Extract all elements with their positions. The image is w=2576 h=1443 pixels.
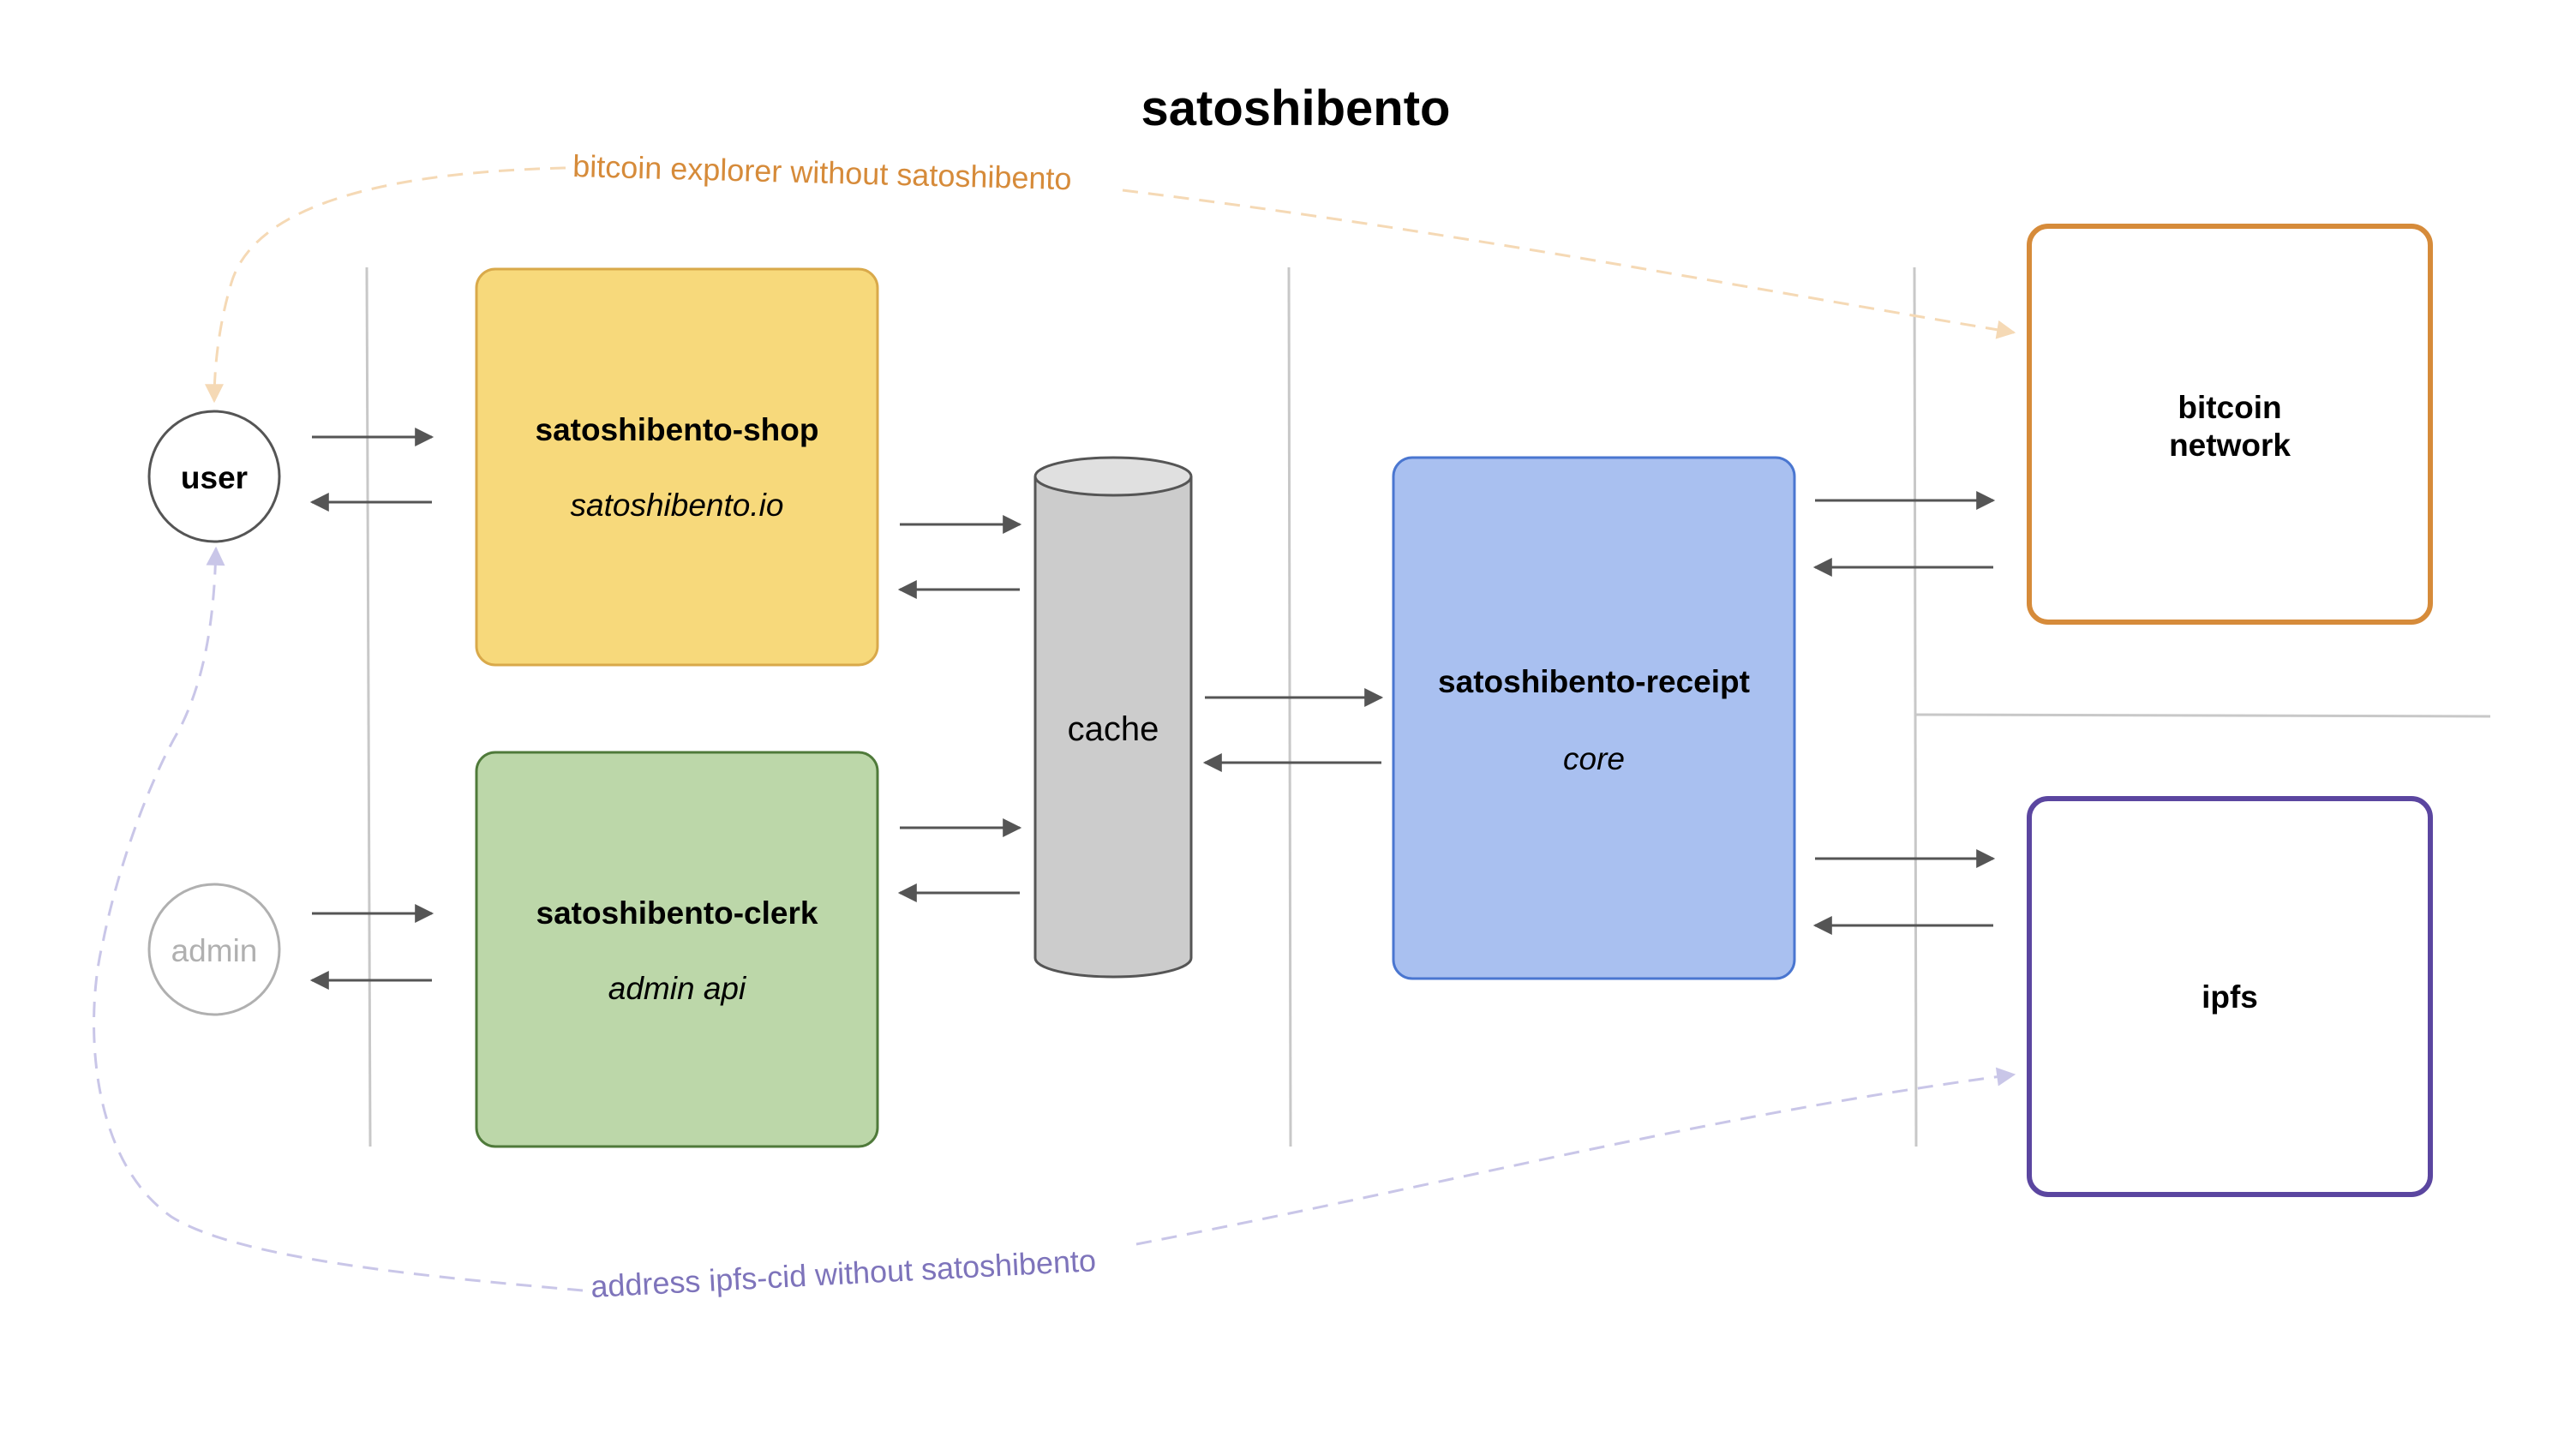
clerk-node[interactable]: satoshibento-clerk admin api (475, 751, 879, 1148)
cache-node[interactable]: cache (1033, 456, 1193, 979)
diagram-title: satoshibento (1141, 81, 1451, 136)
dashed-connector (205, 166, 566, 404)
admin-circle (147, 883, 281, 1016)
lane-divider-left (365, 266, 372, 1147)
edge-label: address ipfs-cid without satoshibento (590, 1242, 1097, 1304)
dashed-connector (1135, 1067, 2016, 1246)
bitcoin-network-box (2027, 224, 2433, 625)
user-circle (147, 410, 281, 543)
dashed-connector (1122, 189, 2016, 339)
ipfs-box (2027, 796, 2433, 1197)
dashed-connector (93, 546, 584, 1292)
cache-label: cache (1068, 710, 1159, 748)
ipfs-label: ipfs (2202, 979, 2258, 1015)
clerk-box (475, 751, 879, 1148)
shop-title: satoshibento-shop (536, 412, 819, 447)
user-label: user (181, 460, 248, 495)
receipt-node[interactable]: satoshibento-receipt core (1392, 456, 1796, 980)
bitcoin-network-label-line1: bitcoin (2178, 390, 2281, 425)
shop-subtitle: satoshibento.io (571, 488, 784, 523)
shop-node[interactable]: satoshibento-shop satoshibento.io (475, 267, 879, 667)
clerk-title: satoshibento-clerk (536, 895, 818, 931)
receipt-title: satoshibento-receipt (1438, 664, 1750, 699)
user-node[interactable]: user (147, 410, 281, 543)
lane-dividers (365, 266, 2491, 1147)
admin-label: admin (171, 933, 258, 968)
receipt-box (1392, 456, 1796, 980)
ipfs-node[interactable]: ipfs (2027, 796, 2433, 1197)
edge-label: bitcoin explorer without satoshibento (572, 148, 1072, 196)
bitcoin-network-node[interactable]: bitcoin network (2027, 224, 2433, 625)
bitcoin-network-label-line2: network (2169, 428, 2291, 463)
cache-cylinder-top (1033, 456, 1193, 497)
cache-cylinder-body (1033, 476, 1193, 979)
external-divider (1914, 713, 2491, 718)
lane-divider-middle (1287, 266, 1292, 1147)
shop-box (475, 267, 879, 667)
flow-arrows (309, 428, 1996, 990)
admin-node[interactable]: admin (147, 883, 281, 1016)
receipt-subtitle: core (1563, 741, 1625, 776)
clerk-subtitle: admin api (608, 971, 747, 1006)
lane-divider-right (1913, 266, 1918, 1147)
